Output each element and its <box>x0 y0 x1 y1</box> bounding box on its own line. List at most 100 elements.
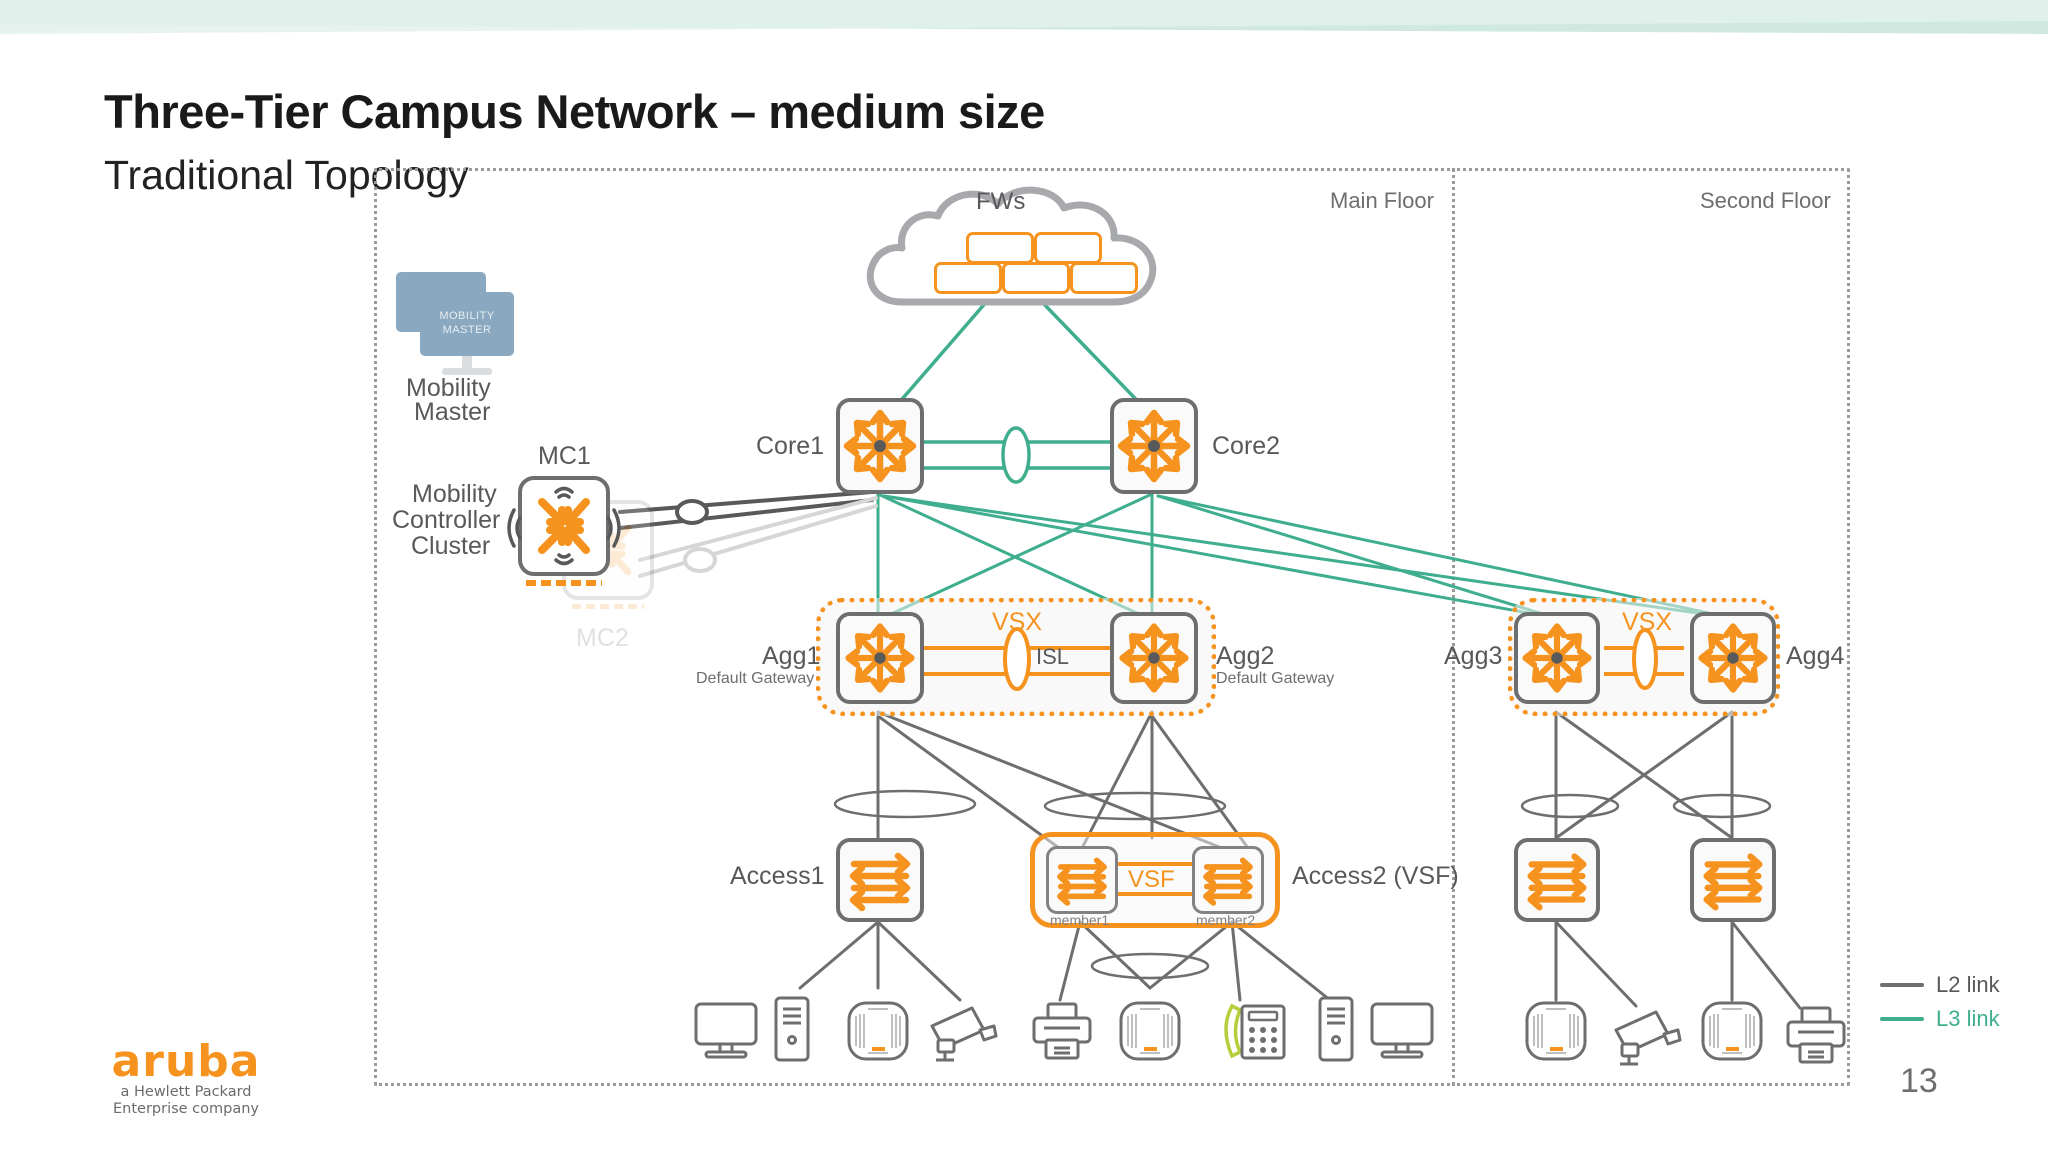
isl-label: ISL <box>1036 644 1070 669</box>
ip-camera-icon <box>930 1006 998 1062</box>
router-icon <box>843 409 917 483</box>
isl-lag-ellipse-icon <box>1003 627 1031 691</box>
page-title: Three-Tier Campus Network – medium size <box>104 85 1045 138</box>
isl-lag-ellipse-icon <box>1632 628 1658 690</box>
router-icon <box>1117 409 1191 483</box>
agg2[interactable] <box>1110 612 1198 704</box>
agg3-body <box>1514 612 1600 704</box>
firewall-brick-icon <box>934 262 1002 294</box>
access1[interactable] <box>836 838 924 922</box>
mc-cluster-label-line2: Controller <box>392 506 501 534</box>
legend-item-l3: L3 link <box>1880 1002 2000 1036</box>
decorative-top-band <box>0 0 2048 34</box>
page-subtitle: Traditional Topology <box>104 152 469 198</box>
legend-swatch-l2 <box>1880 983 1924 987</box>
core2-label: Core2 <box>1212 432 1281 460</box>
access2-member1[interactable] <box>1046 846 1118 914</box>
agg1[interactable] <box>836 612 924 704</box>
access3-body <box>1514 838 1600 922</box>
mobility-master-screen-line2: MASTER <box>442 324 492 336</box>
router-icon <box>1119 623 1189 693</box>
monitor-icon <box>694 1002 758 1059</box>
router-icon <box>845 623 915 693</box>
agg1-label: Agg1 <box>762 642 821 670</box>
agg3-label: Agg3 <box>1444 642 1503 670</box>
access2-member2-label: member2 <box>1196 912 1256 928</box>
printer-icon <box>1032 1002 1092 1060</box>
mobility-master-label-line1: Mobility <box>406 374 491 402</box>
aruba-wordmark: aruba <box>111 1036 261 1087</box>
aruba-logo: aruba a Hewlett Packard Enterprise compa… <box>76 1040 296 1117</box>
mobility-master-base <box>442 368 492 375</box>
mobility-master-screen-front: MOBILITY MASTER <box>420 292 514 356</box>
mc1-antenna-left-icon <box>507 508 522 548</box>
access2-label: Access2 (VSF) <box>1292 862 1459 890</box>
legend-item-l2: L2 link <box>1880 968 2000 1002</box>
core1-body <box>836 398 924 494</box>
switch-icon <box>1527 853 1587 911</box>
firewall-brick-icon <box>1034 232 1102 264</box>
access3[interactable] <box>1514 838 1600 922</box>
desktop-tower-icon <box>1318 996 1354 1062</box>
legend-swatch-l3 <box>1880 1017 1924 1021</box>
switch-icon <box>1703 853 1763 911</box>
core2-body <box>1110 398 1198 494</box>
access2-member1-body <box>1046 846 1118 914</box>
switch-icon <box>1057 857 1107 906</box>
mobility-controller-mc1-label: MC1 <box>538 442 591 470</box>
desktop-tower-icon <box>774 996 810 1062</box>
core1[interactable] <box>836 398 924 494</box>
access-point-icon <box>1701 1001 1763 1061</box>
firewall-brick-icon <box>1002 262 1070 294</box>
mc1-port-strip <box>526 580 602 586</box>
legend-label-l3: L3 link <box>1936 1006 2000 1031</box>
switch-icon <box>849 852 911 912</box>
switch-icon <box>1203 857 1253 906</box>
mc2-port-strip <box>572 604 644 609</box>
aruba-tagline-line1: a Hewlett Packard <box>120 1084 252 1100</box>
access-point-icon <box>847 1001 909 1061</box>
access4-body <box>1690 838 1776 922</box>
vsf-link-pair <box>1118 862 1192 896</box>
firewall-brick-icon <box>966 232 1034 264</box>
agg4-body <box>1690 612 1776 704</box>
mc1-body <box>518 476 610 576</box>
agg4[interactable] <box>1690 612 1776 704</box>
agg4-label: Agg4 <box>1786 642 1845 670</box>
aruba-tagline-line2: Enterprise company <box>112 1100 260 1117</box>
access4[interactable] <box>1690 838 1776 922</box>
ip-phone-icon <box>1224 1003 1286 1060</box>
page-number: 13 <box>1900 1062 1938 1100</box>
router-icon <box>1522 623 1592 693</box>
core1-label: Core1 <box>756 432 825 460</box>
access1-body <box>836 838 924 922</box>
firewall-cloud: FWs <box>858 184 1178 316</box>
monitor-icon <box>1370 1002 1434 1059</box>
mobility-master-label-line2: Master <box>414 398 491 426</box>
printer-icon <box>1786 1006 1846 1064</box>
access-point-icon <box>1525 1001 1587 1061</box>
agg1-body <box>836 612 924 704</box>
zone-second-floor <box>1452 168 1850 1086</box>
mobility-master: · · · · MOBILITY MASTER <box>392 270 522 380</box>
mobility-controller-mc1[interactable] <box>507 476 621 586</box>
agg3[interactable] <box>1514 612 1600 704</box>
mc-cluster-label-line3: Cluster <box>411 532 491 560</box>
zone-second-floor-label: Second Floor <box>1700 188 1831 213</box>
mobility-controller-mc2-label: MC2 <box>576 624 629 652</box>
zone-main-floor-label: Main Floor <box>1330 188 1434 213</box>
access2-member2-body <box>1192 846 1264 914</box>
router-icon <box>1698 623 1768 693</box>
core2[interactable] <box>1110 398 1198 494</box>
firewall-cloud-label: FWs <box>976 188 1026 215</box>
mobility-master-screen-line1: MOBILITY <box>439 310 495 322</box>
access-point-icon <box>1119 1001 1181 1061</box>
mc1-wireless-arrows-icon <box>538 486 590 566</box>
agg1-sublabel: Default Gateway <box>696 670 815 687</box>
access2-member2[interactable] <box>1192 846 1264 914</box>
mobility-master-stand <box>462 356 472 370</box>
agg2-body <box>1110 612 1198 704</box>
legend: L2 link L3 link <box>1880 968 2000 1036</box>
mc-cluster-label-line1: Mobility <box>412 480 497 508</box>
firewall-brick-icon <box>1070 262 1138 294</box>
